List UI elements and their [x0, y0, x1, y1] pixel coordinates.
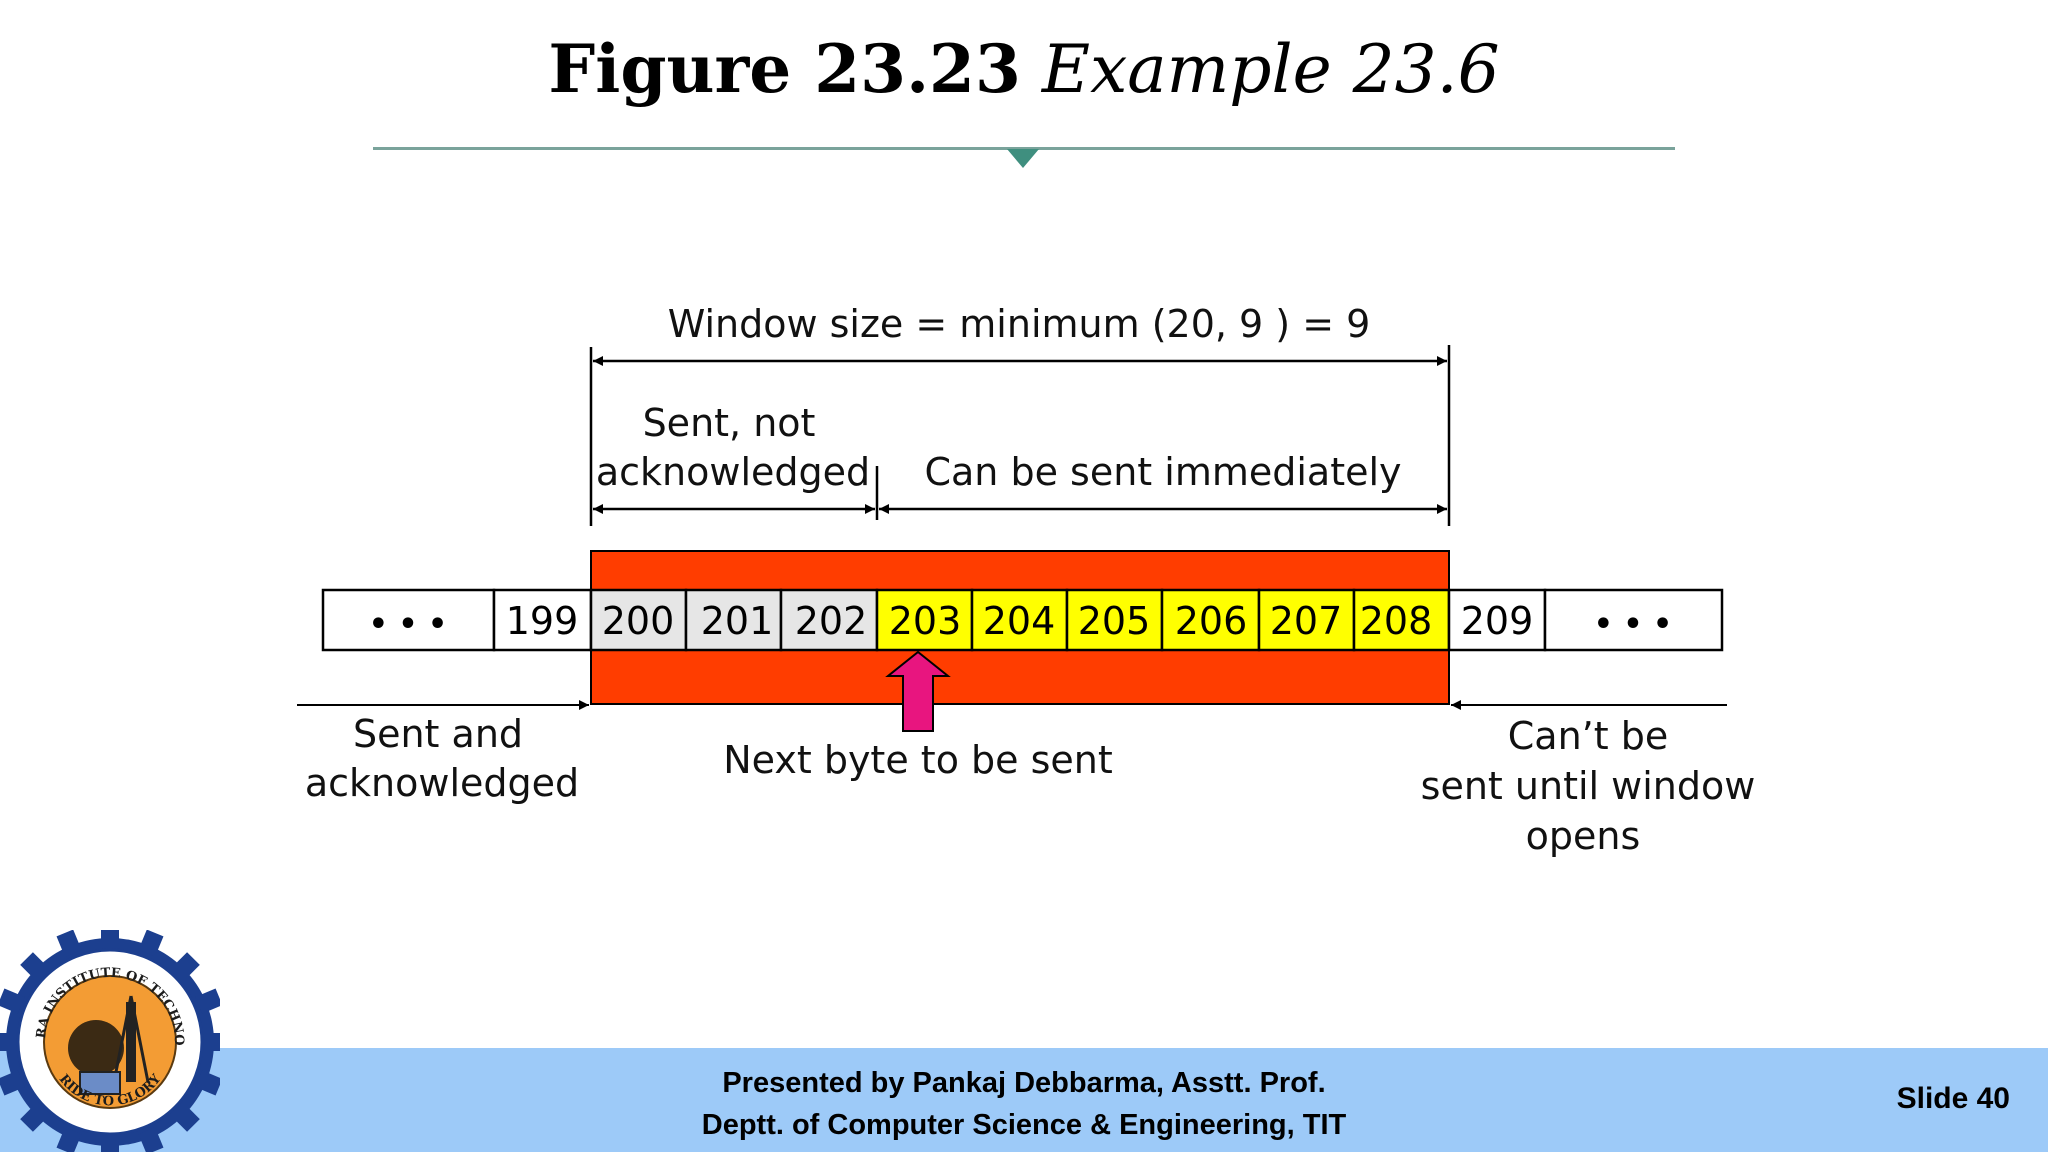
next-byte-arrow-icon: [885, 650, 951, 732]
divider-marker-icon: [1007, 149, 1039, 168]
byte-cell: [779, 588, 879, 652]
byte-209: 209: [1461, 599, 1534, 643]
sent-ack-label-2: acknowledged: [305, 761, 579, 805]
byte-cell: [875, 588, 974, 652]
sent-not-ack-label: Sent, not: [643, 401, 816, 445]
byte-cell: [1257, 588, 1356, 652]
cant-send-label: Can’t be: [1508, 714, 1668, 758]
can-send-label: Can be sent immediately: [924, 450, 1401, 494]
cant-send-label-3: opens: [1526, 814, 1641, 858]
example-label: Example 23.6: [1041, 31, 1500, 108]
next-byte-label: Next byte to be sent: [723, 738, 1113, 782]
byte-cell: [970, 588, 1069, 652]
slide-number: Slide 40: [1896, 1082, 2010, 1115]
footer-credits: Presented by Pankaj Debbarma, Asstt. Pro…: [0, 1062, 2048, 1146]
ellipsis-left: • • •: [369, 607, 447, 642]
presenter-line: Presented by Pankaj Debbarma, Asstt. Pro…: [722, 1067, 1326, 1099]
department-line: Deptt. of Computer Science & Engineering…: [701, 1109, 1347, 1141]
cant-send-label-2: sent until window: [1421, 764, 1756, 808]
institute-logo-icon: TRIPURA INSTITUTE OF TECHNOLOGY RIDE TO …: [0, 930, 220, 1152]
sent-ack-label: Sent and: [353, 712, 523, 756]
slide-title: Figure 23.23 Example 23.6: [0, 30, 2048, 108]
byte-cell: [1352, 588, 1451, 652]
title-divider: [373, 147, 1675, 150]
byte-203: 203: [889, 599, 962, 643]
byte-208: 208: [1360, 599, 1433, 643]
byte-199: 199: [506, 599, 579, 643]
ellipsis-right: • • •: [1594, 607, 1672, 642]
byte-201: 201: [701, 599, 774, 643]
byte-204: 204: [983, 599, 1056, 643]
byte-cell: [1160, 588, 1261, 652]
byte-205: 205: [1078, 599, 1151, 643]
window-size-label: Window size = minimum (20, 9 ) = 9: [668, 302, 1371, 346]
sent-not-ack-label-2: acknowledged: [596, 450, 870, 494]
byte-206: 206: [1175, 599, 1248, 643]
ellipsis-cell-right: [1543, 588, 1724, 652]
byte-207: 207: [1270, 599, 1343, 643]
byte-202: 202: [795, 599, 868, 643]
byte-200: 200: [602, 599, 675, 643]
byte-cell: [1447, 588, 1547, 652]
footer-bar: [0, 1048, 2048, 1152]
figure-number: Figure 23.23: [548, 30, 1021, 108]
